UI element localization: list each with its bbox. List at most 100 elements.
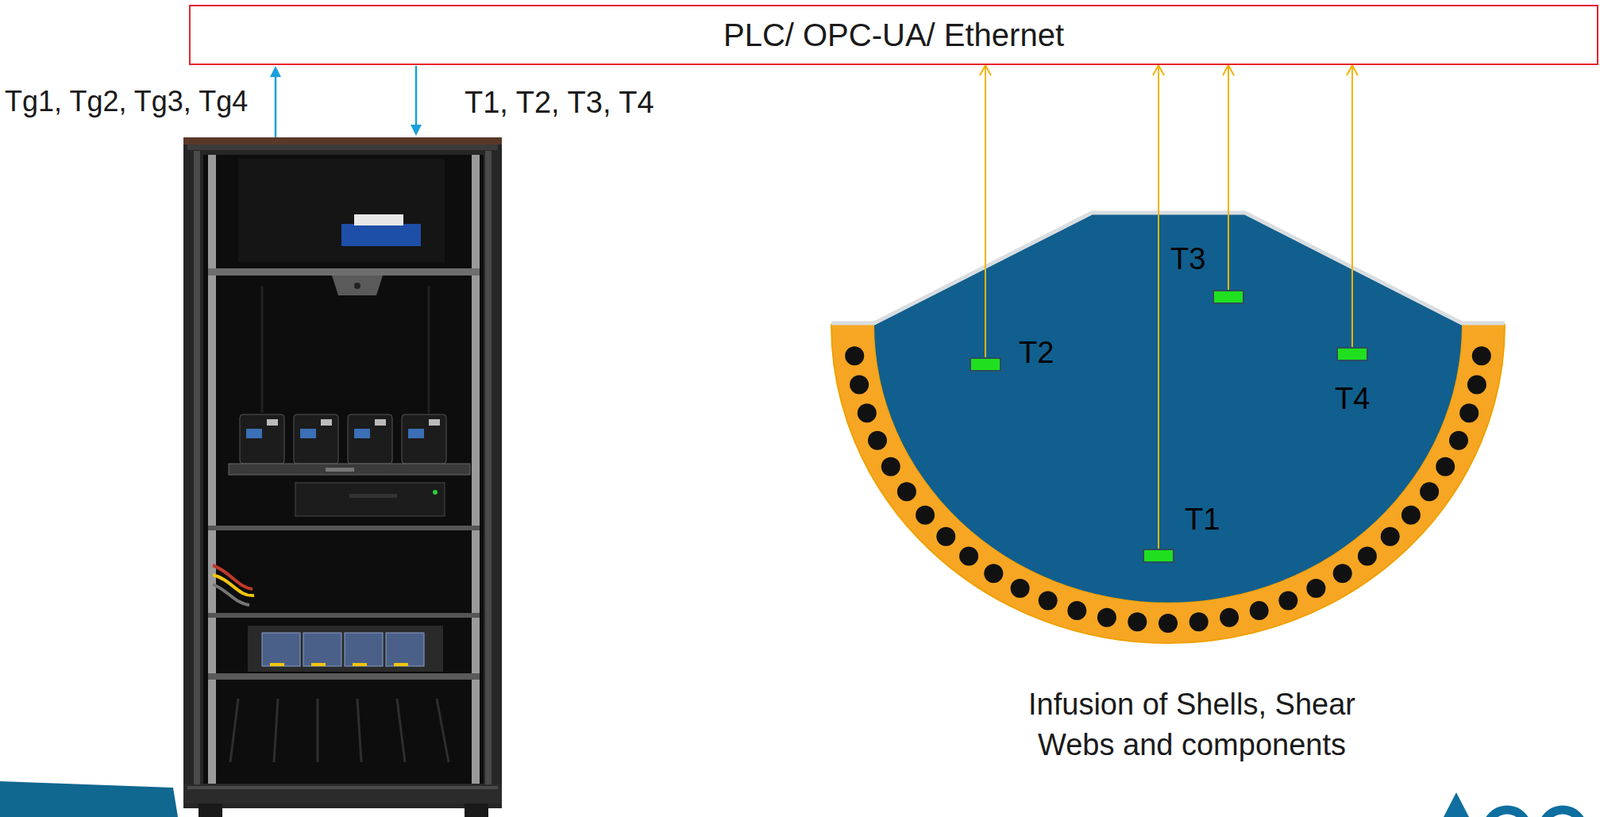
control-cabinet (212, 584, 250, 606)
control-cabinet (341, 223, 421, 247)
control-cabinet (273, 698, 278, 763)
control-cabinet (208, 268, 480, 276)
heating-channel (1333, 563, 1353, 583)
control-cabinet (293, 414, 339, 464)
control-cabinet (198, 803, 223, 817)
heating-channel (1401, 505, 1421, 525)
heating-channel (849, 375, 869, 395)
control-cabinet (316, 698, 320, 763)
signal-names: Tg1, Tg2, Tg3, Tg4 (4, 84, 248, 119)
control-cabinet (344, 632, 383, 667)
logo-mark (1542, 809, 1584, 817)
control-cabinet (246, 428, 263, 439)
control-cabinet (266, 419, 278, 426)
control-cabinet (320, 419, 332, 426)
heating-channel (1357, 546, 1377, 566)
control-cabinet (208, 613, 480, 618)
control-cabinet (354, 282, 361, 290)
signal-line (979, 65, 991, 358)
corner-band (0, 781, 178, 817)
control-cabinet (374, 419, 386, 426)
control-cabinet (228, 463, 471, 475)
control-cabinet (247, 625, 444, 672)
heating-channel (1097, 608, 1117, 628)
temperature-sensor: T4 (1336, 346, 1369, 362)
signal-line (1157, 65, 1160, 549)
mould-section (831, 212, 1505, 644)
heating-channel (897, 481, 917, 502)
control-cabinet (295, 482, 445, 517)
arrow-head (979, 65, 991, 76)
sensor-label: T4 (1334, 381, 1370, 417)
arrow-head (1346, 65, 1358, 76)
control-cabinet (183, 137, 502, 817)
heating-channel (881, 457, 901, 477)
control-cabinet (193, 150, 201, 787)
heating-channel (1467, 375, 1487, 395)
control-cabinet (187, 786, 498, 790)
control-cabinet (464, 803, 489, 817)
temperature-sensor: T3 (1212, 289, 1245, 305)
heating-channel (1449, 431, 1469, 451)
control-cabinet (325, 467, 355, 472)
heating-channel (1189, 612, 1209, 632)
heating-channel (1435, 457, 1455, 477)
control-cabinet (212, 574, 255, 596)
control-cabinet (485, 150, 492, 787)
signal-line (1227, 65, 1230, 290)
control-cabinet (428, 419, 440, 426)
signal-arrow (269, 65, 422, 138)
signal-names: T1, T2, T3, T4 (464, 84, 655, 121)
arrow-head (1152, 65, 1165, 76)
signal-arrow (415, 65, 418, 128)
control-cabinet (352, 663, 367, 667)
control-cabinet (183, 784, 502, 804)
heating-channel (857, 403, 877, 423)
sensor-label: T1 (1184, 501, 1220, 537)
heating-channel (936, 527, 956, 547)
heating-channel (983, 563, 1003, 583)
heating-channel (1419, 481, 1439, 502)
bus-box: PLC/ OPC-UA/ Ethernet (188, 4, 1599, 66)
control-cabinet (354, 428, 371, 439)
control-cabinet (262, 632, 301, 667)
bus-label: PLC/ OPC-UA/ Ethernet (723, 17, 1065, 54)
control-cabinet (183, 137, 502, 145)
heating-channel (844, 346, 864, 366)
mould-section (874, 214, 1462, 603)
heating-channel (1380, 527, 1400, 547)
control-cabinet (471, 154, 480, 784)
control-cabinet (385, 632, 425, 667)
control-cabinet (349, 493, 398, 498)
signal-line (984, 65, 987, 358)
control-cabinet (436, 698, 449, 763)
logo-mark (1486, 809, 1528, 817)
arrow-head (1222, 65, 1234, 76)
control-cabinet (311, 663, 326, 667)
heating-channel (959, 546, 979, 566)
signal-line (1152, 65, 1165, 549)
control-cabinet (393, 663, 409, 667)
temperature-sensor: T2 (969, 357, 1002, 372)
heating-channel (915, 505, 935, 525)
heating-channel (1038, 591, 1058, 611)
heating-channel (1249, 601, 1269, 621)
control-cabinet (401, 414, 447, 464)
heating-channel (1067, 601, 1087, 621)
control-cabinet (432, 489, 438, 495)
control-cabinet (187, 144, 498, 151)
temperature-sensor: T1 (1142, 548, 1175, 563)
heating-channel (1278, 591, 1298, 611)
sensor-label: T3 (1170, 241, 1206, 277)
control-cabinet (261, 285, 264, 413)
heating-channel (1459, 403, 1479, 423)
sensor-label: T2 (1018, 335, 1054, 371)
heating-channel (1219, 608, 1239, 628)
control-cabinet (331, 275, 383, 296)
control-cabinet (397, 698, 405, 763)
control-cabinet (203, 154, 484, 784)
control-cabinet (230, 698, 239, 763)
caption-note: Infusion of Shells, Shear Webs and compo… (1017, 684, 1367, 766)
heating-channel (1158, 613, 1178, 633)
